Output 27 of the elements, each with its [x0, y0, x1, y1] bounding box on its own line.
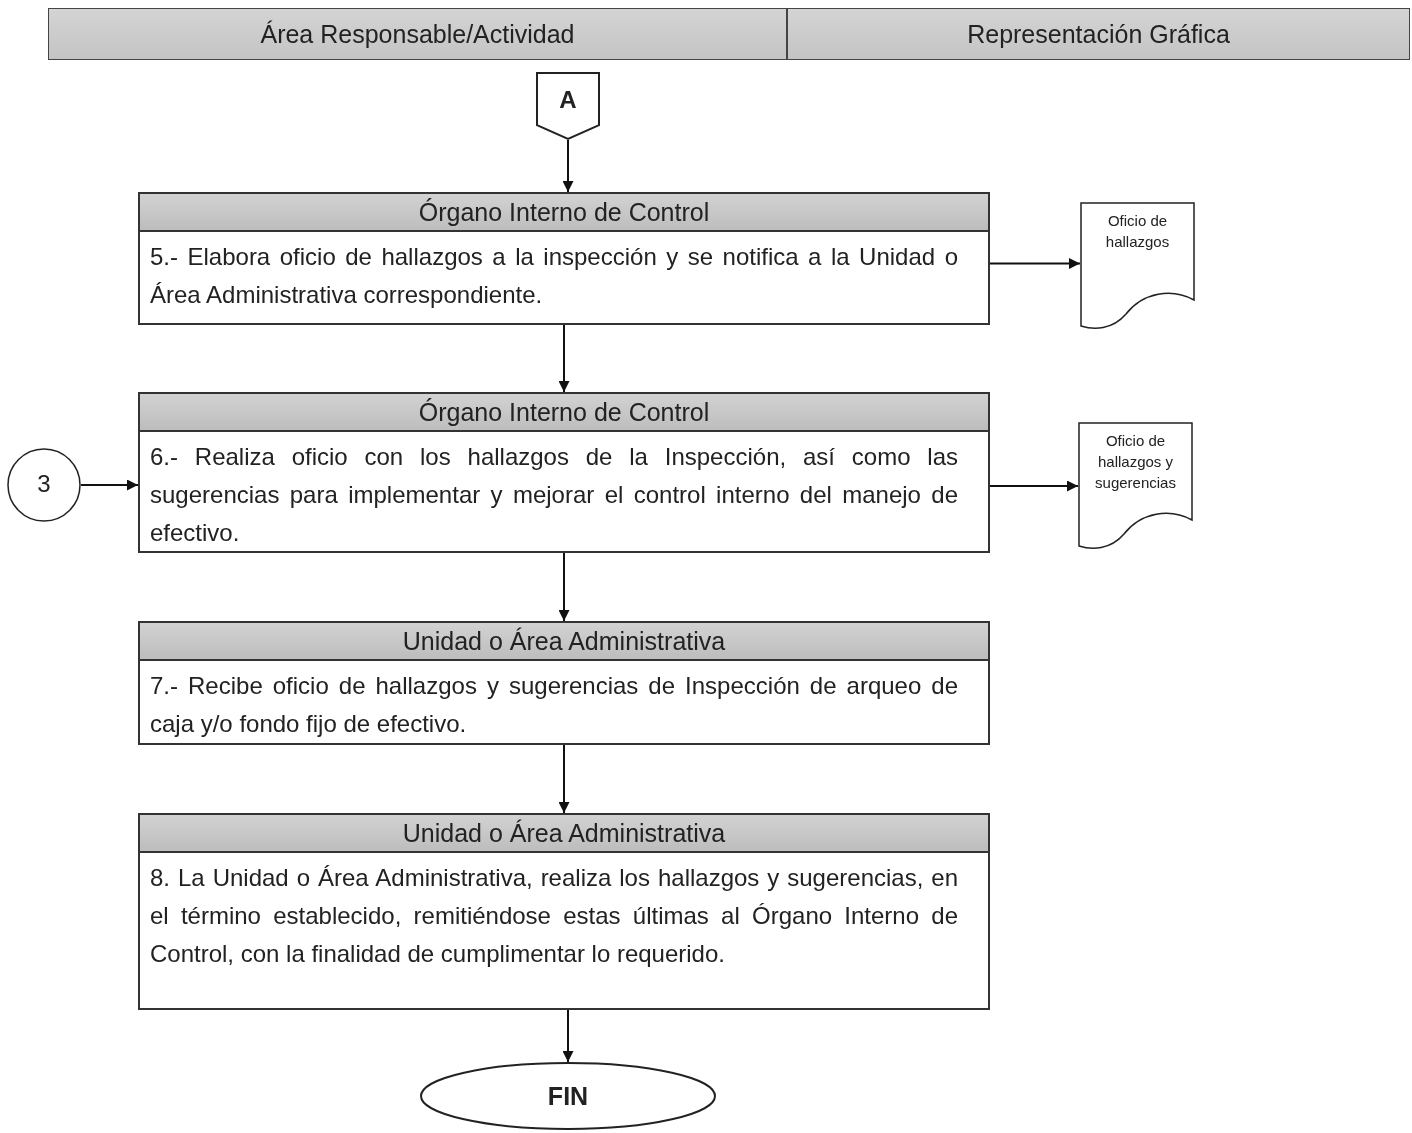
activity-text: 7.- Recibe oficio de hallazgos y sugerencias de Inspección de arqueo de caja y/o fondo fijo de efectivo. — [149, 671, 959, 739]
document-title: Oficio de hallazgos y sugerencias — [1094, 431, 1177, 493]
arrow — [558, 744, 570, 814]
process-box — [138, 621, 990, 745]
arrow — [558, 552, 570, 622]
area-heading: Unidad o Área Administrativa — [140, 623, 988, 661]
activity-text: 5.- Elabora oficio de hallazgos a la inspección y se notifica a la Unidad o Área Administrativa correspondiente. — [149, 242, 959, 310]
arrow — [989, 258, 1081, 269]
process-box — [138, 813, 990, 1010]
arrow — [989, 480, 1079, 492]
arrow — [558, 324, 570, 393]
area-heading: Órgano Interno de Control — [140, 194, 988, 232]
arrow — [80, 479, 139, 491]
table-header-cell: Representación Gráfica — [787, 8, 1410, 60]
arrow — [562, 1009, 574, 1063]
process-box — [138, 192, 990, 325]
activity-text: 6.- Realiza oficio con los hallazgos de la Inspección, así como las sugerencias para implementar y mejorar el control interno del manejo de efectivo. — [149, 442, 959, 548]
activity-text: 8. La Unidad o Área Administrativa, realiza los hallazgos y sugerencias, en el término establecido, remitiéndose estas últimas al Órgano Interno de Control, con la finalidad de cumplimentar lo requerido. — [149, 863, 959, 969]
connector-label: A — [558, 86, 578, 114]
area-heading: Órgano Interno de Control — [140, 394, 988, 432]
table-header-cell: Área Responsable/Actividad — [48, 8, 787, 60]
terminal-label: FIN — [546, 1082, 590, 1111]
connector-label: 3 — [36, 470, 52, 498]
area-heading: Unidad o Área Administrativa — [140, 815, 988, 853]
process-box — [138, 392, 990, 553]
arrow — [562, 139, 574, 193]
document-title: Oficio de hallazgos — [1104, 211, 1171, 252]
